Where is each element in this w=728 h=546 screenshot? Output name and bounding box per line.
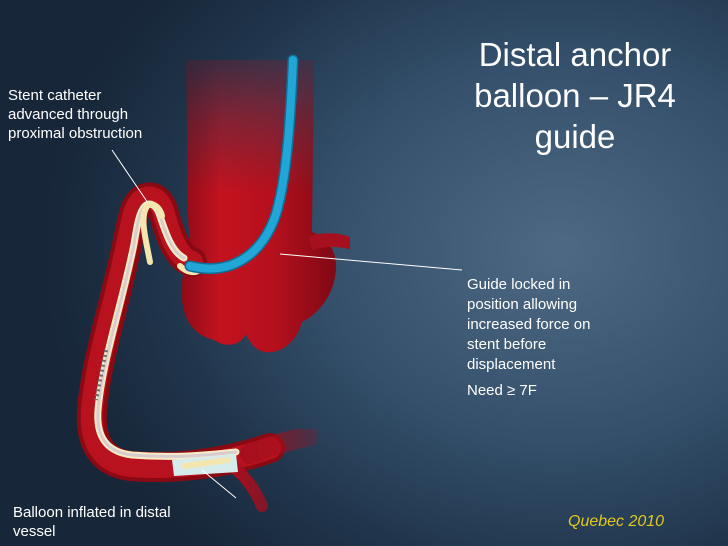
guide-callout-line (279, 253, 463, 271)
title-line: guide (534, 118, 616, 155)
stent-catheter-label: Stent catheter advanced through proximal… (8, 86, 188, 143)
label-line: displacement (467, 356, 556, 373)
label-line: advanced through (8, 106, 129, 123)
label-line: position allowing (467, 296, 578, 313)
label-line: Guide locked in (467, 276, 571, 293)
jr4-guide-catheter (184, 54, 299, 275)
label-line: increased force on (467, 316, 591, 333)
slide-title: Distal anchor balloon – JR4 guide (452, 34, 698, 157)
footer-conference: Quebec 2010 (568, 513, 665, 530)
label-line: Stent catheter (8, 87, 102, 104)
guide-locked-label: Guide locked in position allowing increa… (467, 275, 637, 401)
title-line: Distal anchor (478, 36, 672, 73)
aortic-root (181, 60, 352, 353)
callout-lines (111, 149, 463, 499)
stent-struts (94, 349, 108, 401)
title-line: balloon – JR4 (474, 77, 676, 114)
stent-callout-line (111, 149, 149, 204)
guide-size-requirement: Need ≥ 7F (467, 382, 537, 399)
balloon-label: Balloon inflated in distal vessel (13, 503, 223, 541)
label-line: stent before (467, 336, 547, 353)
label-line: Balloon inflated in distal (13, 504, 171, 521)
balloon-callout-line (201, 469, 237, 499)
label-line: proximal obstruction (8, 125, 143, 142)
label-line: vessel (13, 523, 56, 540)
distal-balloon (172, 454, 238, 476)
